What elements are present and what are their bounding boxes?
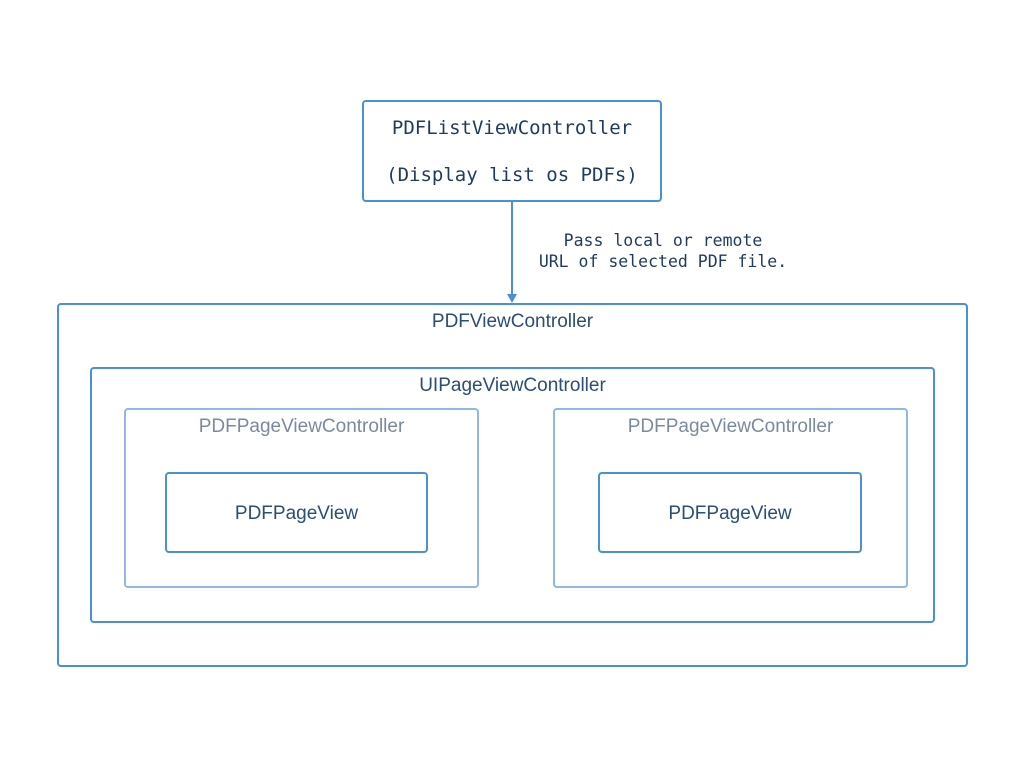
- arrow-annotation-line-1: Pass local or remote: [563, 231, 763, 250]
- pdf-view-controller-box: PDFViewController: [57, 303, 968, 667]
- pdf-page-view-controller-label-right: PDFPageViewController: [627, 416, 834, 437]
- arrow-annotation-line-2: URL of selected PDF file.: [538, 252, 788, 271]
- ui-page-view-controller-label: UIPageViewController: [419, 375, 606, 396]
- pdf-list-view-controller-subtitle: (Display list os PDFs): [386, 164, 638, 186]
- pdf-list-view-controller-box: PDFListViewController (Display list os P…: [362, 100, 662, 202]
- arrow-annotation: Pass local or remote URL of selected PDF…: [520, 230, 806, 272]
- pdf-page-view-box-left: PDFPageView: [165, 472, 428, 553]
- down-arrow-connector: [507, 201, 517, 303]
- pdf-view-controller-label: PDFViewController: [431, 311, 594, 332]
- pdf-page-view-box-right: PDFPageView: [598, 472, 862, 553]
- pdf-page-view-controller-box-left: PDFPageViewController: [124, 408, 479, 588]
- pdf-page-view-label-right: PDFPageView: [668, 503, 792, 524]
- ui-page-view-controller-box: UIPageViewController: [90, 367, 935, 623]
- pdf-page-view-controller-label-left: PDFPageViewController: [198, 416, 405, 437]
- pdf-list-view-controller-title: PDFListViewController: [391, 117, 633, 139]
- pdf-page-view-label-left: PDFPageView: [234, 503, 359, 524]
- pdf-page-view-controller-box-right: PDFPageViewController: [553, 408, 908, 588]
